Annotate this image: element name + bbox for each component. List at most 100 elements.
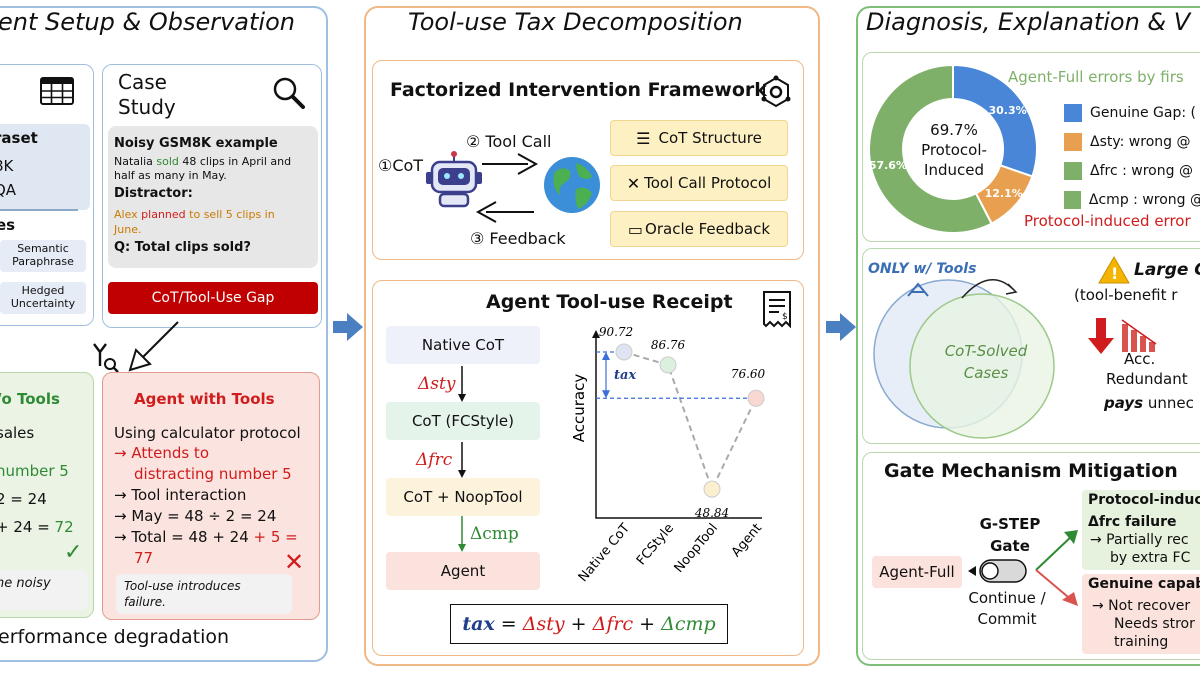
delta-frc-failure-label: Δfrc failure — [1088, 514, 1177, 530]
with-tools-note: Tool-use introduces failure. — [116, 574, 292, 614]
search-icon — [272, 76, 306, 110]
chart-axes — [595, 332, 762, 519]
protocol-line-2: by extra FC — [1110, 550, 1191, 566]
case-to-agent-arrow — [128, 321, 179, 372]
type-hedged-uncertainty: Hedged Uncertainty — [0, 282, 86, 314]
legend-swatch-cmp — [1064, 190, 1081, 209]
donut-legend: Genuine Gap: ( Δsty: wrong @ Δfrc : wron… — [1064, 98, 1200, 214]
without-tools-note — [0, 570, 88, 610]
performance-degradation-label: erformance degradation — [0, 626, 230, 648]
globe-icon — [542, 155, 602, 215]
declining-bars-icon — [1120, 318, 1160, 352]
accuracy-series-line — [623, 351, 757, 492]
x-tick-label: Agent — [729, 521, 765, 560]
dataset-list — [0, 124, 90, 210]
data-label: 90.72 — [599, 325, 633, 339]
wrench-icon: ✕ — [626, 173, 641, 193]
y-axis-arrowhead — [592, 330, 600, 338]
distractor-label: Distractor: — [114, 186, 193, 201]
data-label: 48.84 — [694, 506, 729, 520]
dataset-item-2: QA — [0, 181, 17, 199]
without-tools-line-4: + 24 = 72 — [0, 518, 74, 536]
cot-tool-use-gap-badge: CoT/Tool-Use Gap — [108, 282, 318, 314]
donut-legend-title: Agent-Full errors by firs — [1008, 68, 1184, 86]
dataset-label: raset — [0, 129, 38, 147]
donut-slice-2 — [868, 63, 993, 234]
receipt-icon: $ — [762, 290, 792, 330]
delta-sty-label: Δsty — [418, 374, 456, 394]
with-tools-line-4: → Tool interaction — [114, 486, 247, 504]
gate-switch — [968, 559, 1027, 583]
data-point-agent — [747, 389, 765, 407]
case-example-card — [108, 126, 318, 268]
case-question: Q: Total clips sold? — [114, 240, 251, 255]
step-cot-nooptool: CoT + NoopTool — [386, 478, 540, 516]
hexagon-network-icon — [760, 75, 792, 108]
gate-title: Gate Mechanism Mitigation — [884, 460, 1178, 482]
data-point-nooptool — [703, 480, 721, 498]
pays-unnecessary-label: pays unnec — [1104, 394, 1194, 412]
protocol-induced-note: Protocol-induced error — [1024, 212, 1191, 230]
protocol-induced-box — [1082, 490, 1200, 570]
delta-frc-label: Δfrc — [416, 450, 453, 470]
gate-branch-arrows — [1035, 530, 1078, 606]
down-arrow-icon — [1088, 318, 1114, 354]
without-tools-note-text: he noisy — [0, 576, 51, 591]
without-tools-line-2: number 5 — [0, 462, 69, 480]
donut-slice-label: 57.6% — [869, 159, 907, 172]
right-panel-title: Diagnosis, Explanation & V — [866, 8, 1191, 36]
data-label: 76.60 — [731, 367, 766, 381]
robot-icon — [424, 150, 484, 208]
with-tools-title: Agent with Tools — [134, 390, 275, 408]
with-tools-line-6: → Total = 48 + 24 + 5 = — [114, 528, 298, 546]
with-tools-line-1: Using calculator protocol — [114, 424, 301, 442]
continue-commit-label: Continue / Commit — [968, 589, 1046, 628]
donut-slice-label: 30.3% — [988, 104, 1026, 117]
legend-swatch-sty — [1064, 132, 1082, 151]
data-point-native-cot — [615, 343, 633, 361]
case-problem-text: Natalia sold 48 clips in April and half … — [114, 155, 292, 182]
without-tools-title: /o Tools — [0, 390, 60, 408]
with-tools-line-5: → May = 48 ÷ 2 = 24 — [114, 507, 277, 525]
cot-step-label: ①CoT — [378, 156, 424, 175]
delta-cmp-label: Δcmp — [470, 524, 519, 544]
with-tools-line-7: 77 — [134, 549, 154, 567]
dataset-divider — [0, 209, 78, 211]
warning-icon: ! — [1098, 255, 1130, 284]
cot-solved-cases-label: CoT-Solved Cases — [944, 342, 1028, 382]
middle-panel-title: Tool-use Tax Decomposition — [408, 8, 743, 36]
chat-bubble-icon: ▭ — [627, 219, 644, 239]
receipt-title: Agent Tool-use Receipt — [486, 291, 733, 313]
venn-diagram — [873, 278, 1055, 439]
legend-delta-frc: Δfrc : wrong @ — [1090, 162, 1193, 179]
fork-icon — [88, 340, 122, 374]
acc-label: Acc. — [1124, 350, 1156, 368]
distractor-text: Alex planned to sell 5 clips in June. — [114, 208, 275, 236]
case-heading: Noisy GSM8K example — [114, 136, 278, 151]
table-icon — [40, 77, 74, 105]
dataset-item-1: 8K — [0, 157, 14, 175]
genuine-capability-title: Genuine capabi — [1088, 576, 1200, 592]
protocol-line-1: → Partially rec — [1090, 532, 1189, 548]
svg-text:!: ! — [1111, 264, 1118, 283]
only-with-tools-label: ONLY w/ Tools — [868, 261, 977, 277]
legend-swatch-genuine — [1064, 103, 1082, 122]
tax-arrow-down — [602, 390, 610, 399]
step-agent: Agent — [386, 552, 540, 590]
type-semantic-paraphrase: Semantic Paraphrase — [0, 240, 86, 272]
tag-tool-call-protocol: ✕Tool Call Protocol — [610, 165, 788, 201]
genuine-line-1: → Not recover — [1092, 598, 1191, 614]
g-step-gate-label: G-STEP Gate — [979, 515, 1041, 555]
x-tick-label: NoopTool — [672, 521, 722, 576]
with-tools-line-2: → Attends to — [114, 444, 209, 462]
donut-center-label: 69.7% Protocol- Induced — [921, 121, 987, 179]
y-axis-label: Accuracy — [570, 374, 588, 443]
case-study-title: Case Study — [118, 70, 176, 119]
svg-text:$: $ — [782, 312, 788, 322]
tax-chart-label: tax — [614, 368, 636, 383]
sliders-icon: ☰ — [636, 128, 651, 148]
genuine-line-3: training — [1114, 634, 1169, 650]
types-label: es — [0, 216, 16, 234]
